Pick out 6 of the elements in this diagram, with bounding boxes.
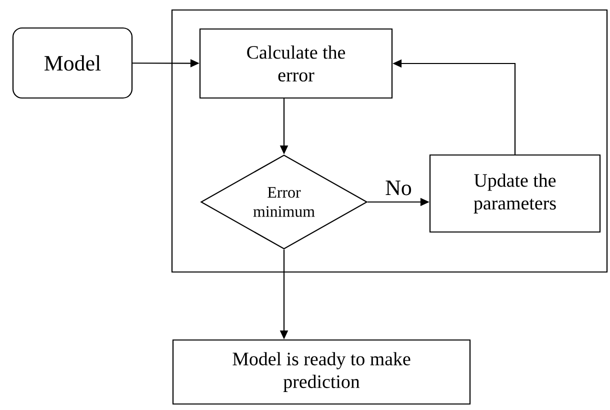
start-box: Model xyxy=(12,27,133,99)
edge-label: No xyxy=(386,180,412,196)
container-box xyxy=(171,9,608,273)
process-box: Model is ready to make prediction xyxy=(172,339,471,405)
process-box: Update the parameters xyxy=(429,154,601,233)
process-box: Calculate the error xyxy=(199,28,393,99)
